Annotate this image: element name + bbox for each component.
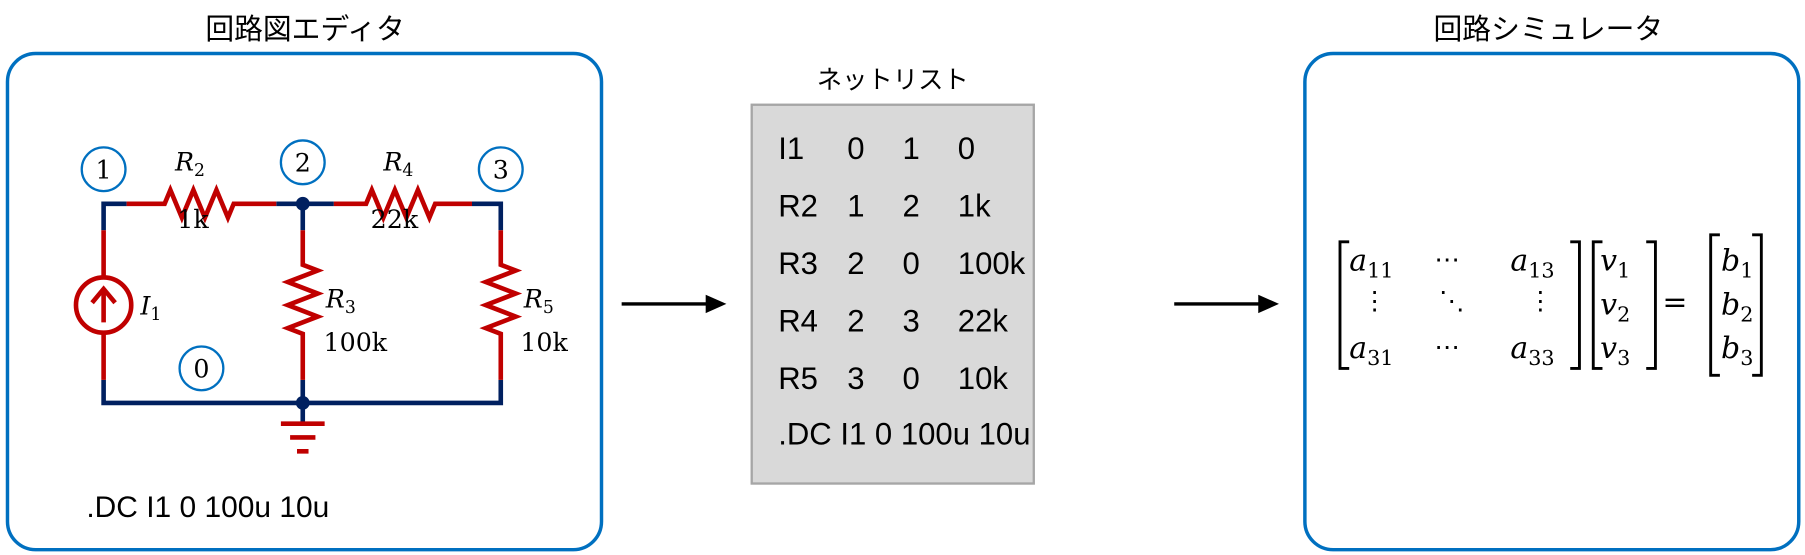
simulator-title: 回路シミュレータ — [1433, 12, 1664, 47]
r4-value: 22k — [371, 204, 419, 234]
node-marker-1 — [80, 146, 127, 193]
r3-value: 100k — [323, 327, 387, 357]
vdots: ⋮ — [1361, 287, 1388, 317]
arrow-right-icon — [1174, 294, 1279, 314]
resistor-r3 — [281, 230, 325, 380]
matrix-brackets — [1338, 233, 1763, 377]
matrix-a13: a13 — [1510, 244, 1555, 284]
node-marker-2 — [279, 139, 326, 186]
dc-directive: .DC I1 0 100u 10u — [86, 489, 330, 524]
r5-value: 10k — [520, 327, 568, 357]
ddots: ⋱ — [1439, 287, 1465, 317]
node-marker-0 — [178, 345, 225, 392]
arrow-up-icon — [90, 285, 117, 323]
vector-b1: b1 — [1721, 244, 1754, 284]
netlist-title: ネットリスト — [816, 66, 969, 96]
arrow-right-icon — [621, 294, 727, 314]
i1-label: I1 — [139, 290, 161, 325]
r5-label: R5 — [523, 283, 554, 318]
resistor-r5 — [479, 230, 523, 380]
matrix-a33: a33 — [1510, 331, 1555, 371]
resistor-r2 — [126, 183, 277, 224]
node-marker-3 — [477, 146, 524, 193]
vector-v3: v3 — [1600, 331, 1631, 371]
editor-title: 回路図エディタ — [205, 12, 405, 47]
ground-symbol — [280, 421, 325, 454]
r2-label: R2 — [174, 146, 205, 181]
junction-dot — [295, 396, 310, 410]
vdots: ⋮ — [1527, 287, 1553, 317]
hdots: ⋯ — [1434, 333, 1460, 363]
current-source-i1 — [73, 275, 134, 335]
matrix-a31: a31 — [1349, 331, 1394, 371]
vector-v2: v2 — [1600, 287, 1631, 328]
circuit-schematic: 1 2 3 0 R2 1k R4 22k R3 100k R5 10k I1 — [73, 139, 569, 454]
r2-value: 1k — [177, 204, 209, 234]
vector-v1: v1 — [1600, 244, 1631, 284]
equals-sign: = — [1662, 285, 1688, 321]
circuit-simulator-panel — [1303, 51, 1801, 552]
r3-label: R3 — [325, 283, 356, 318]
matrix-a11: a11 — [1349, 244, 1394, 284]
hdots: ⋯ — [1434, 246, 1460, 276]
vector-b2: b2 — [1721, 287, 1754, 328]
node-label-1: 1 — [96, 154, 112, 184]
node-label-0: 0 — [193, 354, 209, 384]
node-label-2: 2 — [295, 148, 311, 178]
node-label-3: 3 — [493, 154, 509, 184]
circuit-editor-panel — [5, 51, 604, 552]
resistor-r4 — [333, 183, 472, 224]
vector-b3: b3 — [1721, 331, 1754, 371]
r4-label: R4 — [382, 146, 413, 181]
netlist-directive: .DC I1 0 100u 10u — [778, 416, 1031, 452]
junction-dot — [295, 196, 310, 211]
